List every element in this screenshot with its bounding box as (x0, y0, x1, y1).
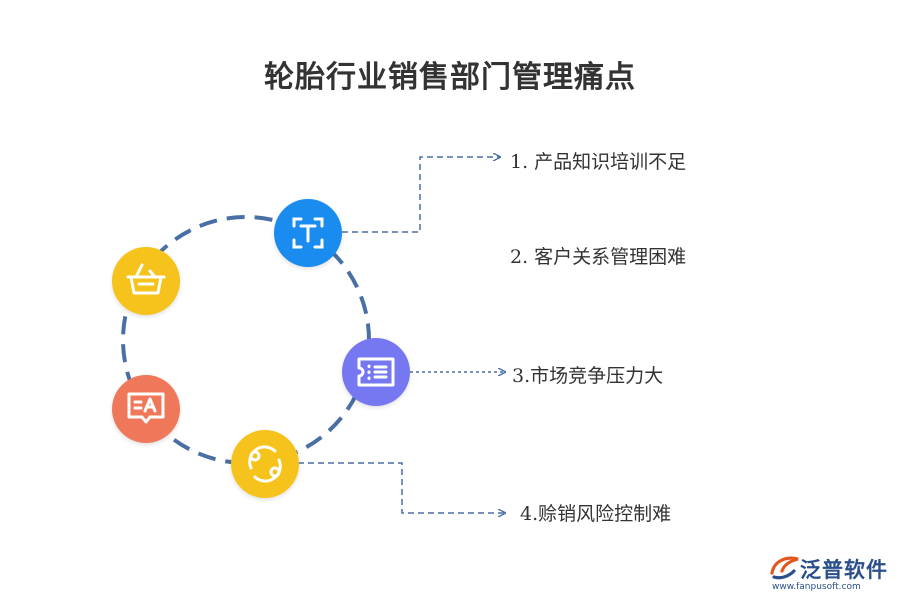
pain-point-2: 2. 客户关系管理困难 (510, 246, 687, 268)
brand-logo: 泛普软件 www.fanpusoft.com (768, 553, 894, 595)
refresh-circle-icon (231, 430, 299, 498)
logo-brand-text: 泛普软件 (800, 558, 888, 582)
text-t-icon (274, 199, 342, 267)
pain-point-4: 4.赊销风险控制难 (520, 503, 672, 525)
connector-1 (342, 157, 500, 233)
logo-mark-icon (770, 556, 799, 580)
pain-point-1: 1. 产品知识培训不足 (510, 151, 687, 173)
translate-chat-icon (112, 375, 180, 443)
logo-url-text: www.fanpusoft.com (772, 582, 861, 592)
page-title: 轮胎行业销售部门管理痛点 (264, 60, 636, 95)
basket-icon (112, 247, 180, 315)
connector-4 (298, 462, 505, 513)
pain-point-3: 3.市场竞争压力大 (512, 365, 664, 387)
ticket-list-icon (342, 338, 410, 406)
